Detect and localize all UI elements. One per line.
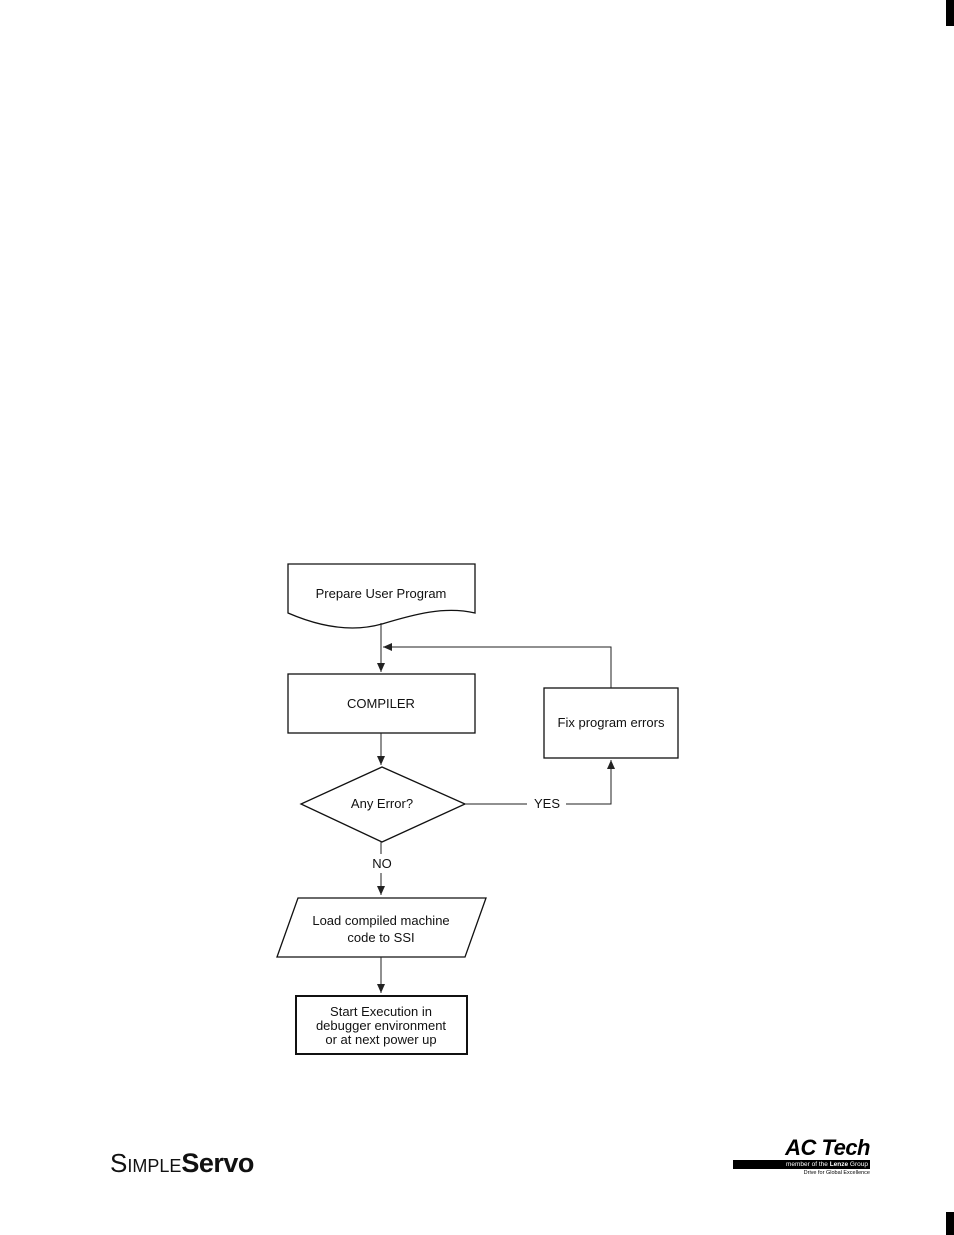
actech-member-prefix: member of the — [786, 1161, 830, 1168]
node-start-label-line3: or at next power up — [325, 1032, 436, 1047]
simpleservo-logo-simple: Simple — [110, 1148, 181, 1178]
node-compiler-label: COMPILER — [347, 696, 415, 711]
simpleservo-logo: SimpleServo — [110, 1148, 254, 1180]
node-load-label-line2: code to SSI — [347, 930, 414, 945]
node-start-execution: Start Execution in debugger environment … — [296, 996, 467, 1054]
actech-member-suffix: Group — [848, 1161, 868, 1168]
node-start-label-line1: Start Execution in — [330, 1004, 432, 1019]
actech-logo-member-bar: member of the Lenze Group — [733, 1160, 870, 1169]
node-load-machine-code: Load compiled machine code to SSI — [277, 898, 486, 957]
edge-no-label: NO — [372, 856, 392, 871]
node-compiler: COMPILER — [288, 674, 475, 733]
simpleservo-logo-servo: Servo — [181, 1148, 254, 1178]
node-fix-program-errors: Fix program errors — [544, 688, 678, 758]
node-any-error: Any Error? — [301, 767, 465, 842]
actech-member-lenze: Lenze — [830, 1161, 848, 1168]
node-start-label-line2: debugger environment — [316, 1018, 446, 1033]
actech-logo-name: AC Tech — [785, 1135, 870, 1161]
node-prepare-user-program: Prepare User Program — [288, 564, 475, 628]
edge-yes-branch: YES — [465, 760, 611, 811]
actech-logo-tagline: Drive for Global Excellence — [804, 1170, 870, 1176]
node-any-error-label: Any Error? — [351, 796, 413, 811]
edge-no-branch: NO — [372, 842, 392, 895]
actech-logo: AC Tech member of the Lenze Group Drive … — [733, 1137, 870, 1181]
edge-yes-label: YES — [534, 796, 560, 811]
node-prepare-label: Prepare User Program — [316, 586, 447, 601]
node-fix-label: Fix program errors — [558, 715, 665, 730]
node-load-label-line1: Load compiled machine — [312, 913, 449, 928]
